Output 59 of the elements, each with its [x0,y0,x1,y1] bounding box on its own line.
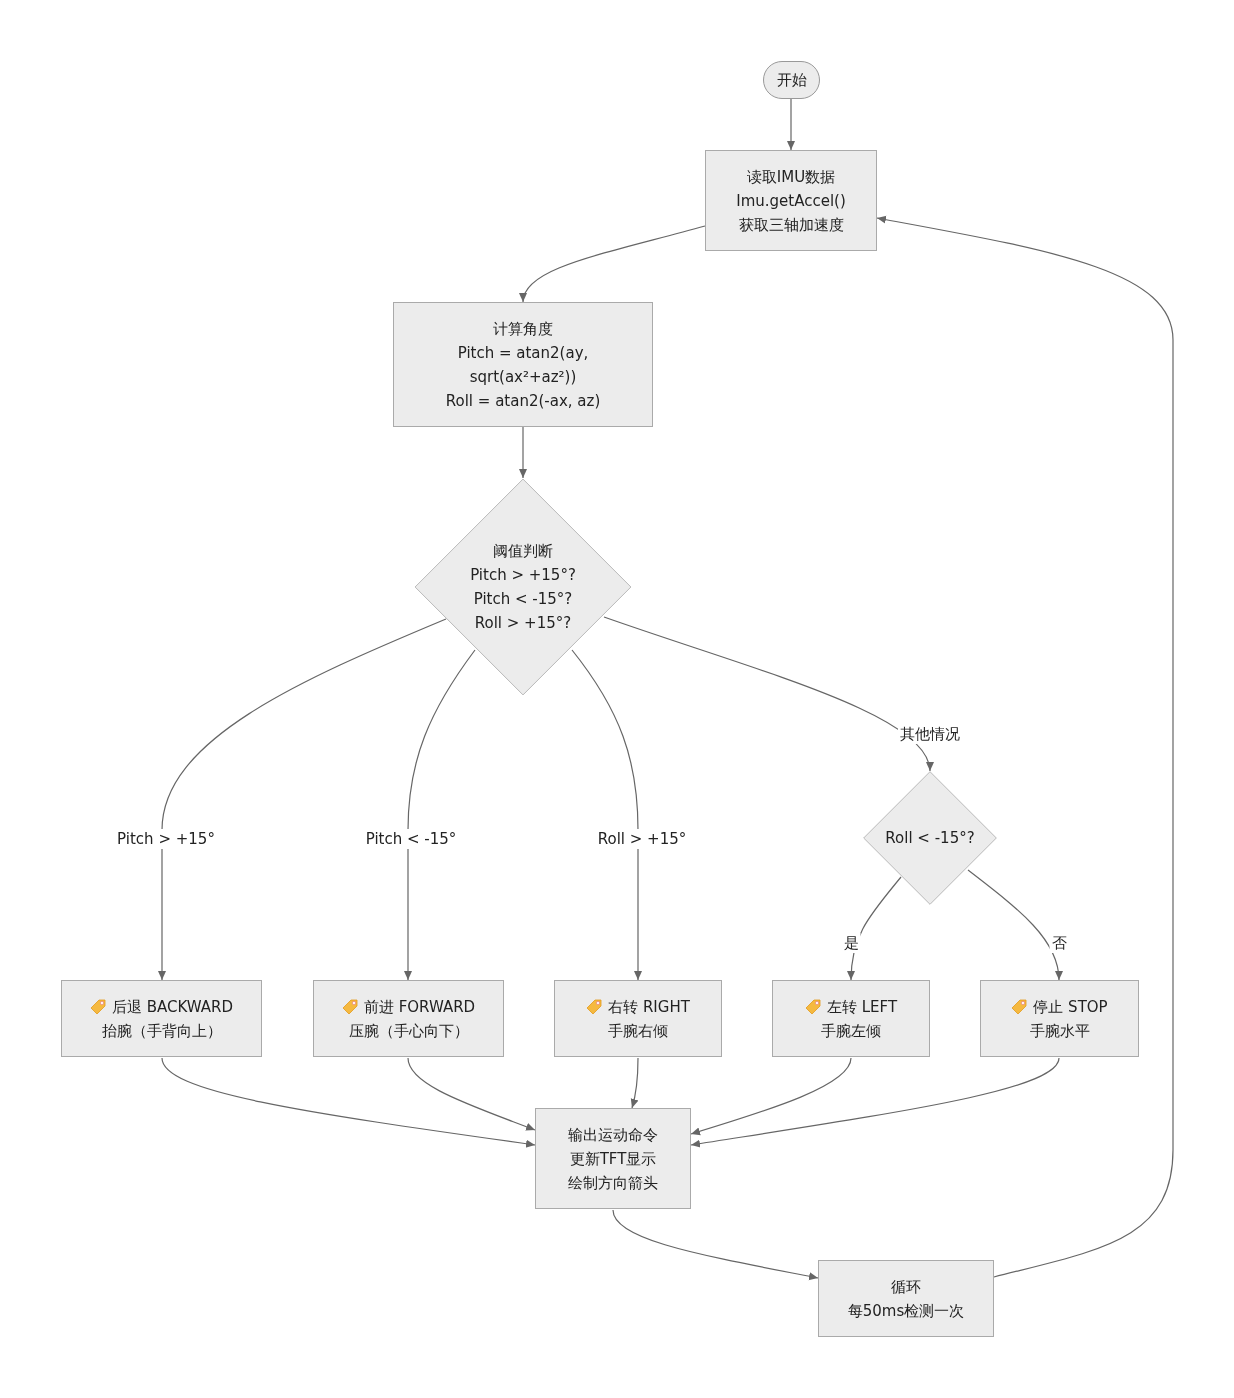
box-text: Roll > +15°? [474,613,572,634]
arrow [571,649,642,981]
arrow [967,869,1063,981]
arrow [690,1057,1060,1148]
box-text: 读取IMU数据 [746,166,836,188]
box-text: 手腕右倾 [608,1020,668,1042]
box-text: 绘制方向箭头 [568,1172,658,1194]
arrow [612,1209,819,1281]
box-text: 后退 BACKWARD [111,996,234,1018]
arrow [161,1057,536,1148]
arrow [520,225,706,303]
box-text: Pitch = atan2(ay, sqrt(ax²+az²)) [456,342,590,388]
box-text: 手腕左倾 [821,1020,881,1042]
arrow [876,215,1174,1278]
box-text: 开始 [776,70,807,91]
box-text: 循环 [891,1276,921,1298]
box-text: 停止 STOP [1033,996,1108,1018]
arrow [603,616,932,772]
process-box [535,1108,691,1209]
box-text: 右转 RIGHT [608,996,690,1018]
arrow [630,1057,639,1109]
box-text: 计算角度 [493,318,553,340]
box-text: 手腕水平 [1029,1020,1090,1042]
box-text: Imu.getAccel() [736,190,846,212]
process-box [61,980,262,1057]
arrow [787,98,795,151]
process-box [554,980,722,1057]
box-text: Roll < -15°? [885,828,975,849]
edge-label: 是 [841,933,861,953]
box-text: 输出运动命令 [568,1124,658,1146]
box-text: 更新TFT显示 [569,1148,657,1170]
arrow [158,618,447,981]
start-terminal [763,61,820,99]
box-text: 前进 FORWARD [363,996,476,1018]
arrow [407,1057,536,1131]
process-box [705,150,877,251]
arrow [404,649,476,981]
arrow [519,426,527,479]
process-box [313,980,504,1057]
box-text: Pitch < -15°? [473,589,573,610]
edge-label: 其他情况 [898,724,962,744]
arrow [847,876,902,981]
edge-label: 否 [1049,933,1069,953]
box-text: Roll = atan2(-ax, az) [445,390,601,412]
box-text: 阈值判断 [493,541,553,562]
process-box [818,1260,994,1337]
box-text: 获取三轴加速度 [738,214,844,236]
box-text: 左转 LEFT [826,996,898,1018]
decision-diamond [414,478,632,696]
box-text: Pitch > +15°? [470,565,576,586]
decision-diamond [863,771,997,905]
edge-label: Pitch > +15° [115,829,217,849]
process-box [980,980,1139,1057]
process-box [772,980,930,1057]
box-text: 抬腕（手背向上） [101,1020,222,1042]
box-text: 每50ms检测一次 [847,1300,965,1322]
arrow [690,1057,852,1136]
process-box [393,302,653,427]
box-text: 压腕（手心向下） [348,1020,469,1042]
